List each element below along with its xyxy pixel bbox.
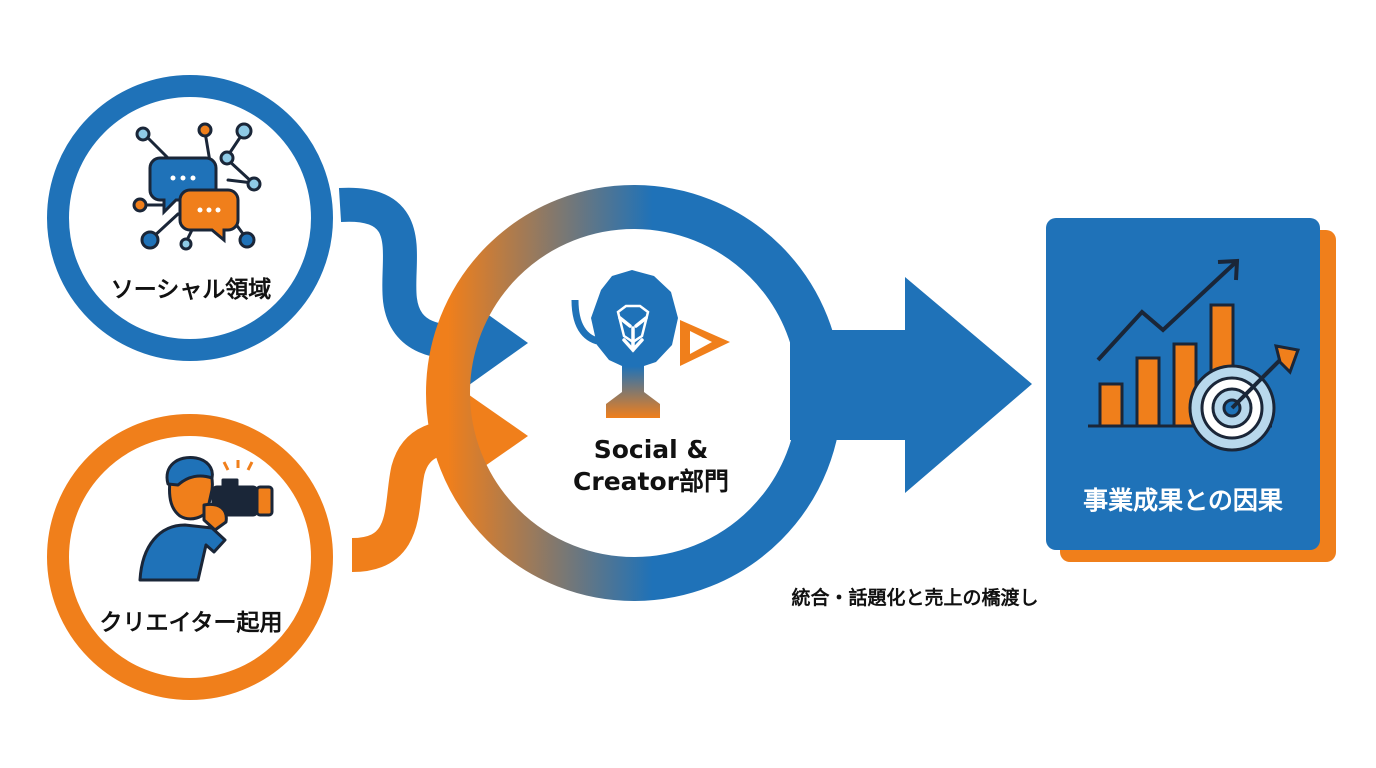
hub-label: Social & Creator部門	[540, 434, 762, 498]
chat-network-icon	[132, 122, 262, 251]
social-domain-label: ソーシャル領域	[110, 277, 272, 303]
hub-label-line1: Social &	[593, 435, 709, 464]
main-arrow	[790, 277, 1032, 493]
growth-chart-target-icon	[1088, 258, 1301, 452]
lion-trophy-icon	[571, 270, 730, 418]
business-result-label: 事業成果との因果	[1083, 486, 1283, 515]
bridge-caption: 統合・話題化と売上の橋渡し	[791, 587, 1039, 609]
photographer-icon	[138, 456, 274, 582]
hub-label-line2: Creator部門	[573, 467, 729, 496]
creator-usage-label: クリエイター起用	[99, 610, 283, 636]
